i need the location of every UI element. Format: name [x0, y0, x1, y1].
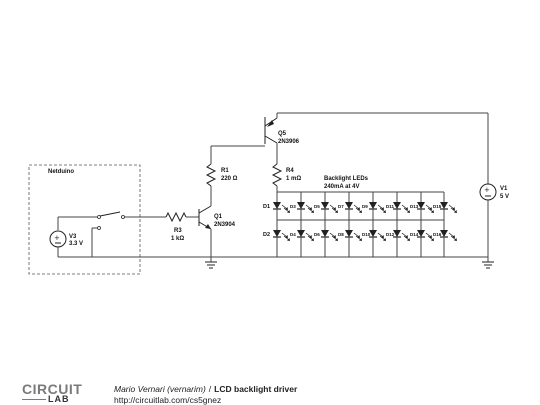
- led-d15: D15: [433, 192, 457, 220]
- svg-text:+: +: [54, 234, 60, 242]
- led-label-d16: D16: [433, 232, 442, 237]
- led-label-d7: D7: [338, 204, 344, 209]
- led-d9: D9: [362, 192, 386, 220]
- logo-line: [22, 399, 46, 400]
- v3-value: 3.3 V: [69, 241, 83, 247]
- circuit-url[interactable]: http://circuitlab.com/cs5gnez: [114, 395, 222, 405]
- led-d7: D7: [338, 192, 362, 220]
- led-d3: D3: [290, 192, 314, 220]
- led-d10: D10: [362, 220, 386, 257]
- led-label-d11: D11: [386, 204, 395, 209]
- q1-transistor: [198, 190, 212, 262]
- led-label-d1: D1: [263, 204, 270, 210]
- r3-name: R3: [174, 228, 182, 234]
- led-d4: D4: [290, 220, 314, 257]
- led-label-d5: D5: [314, 204, 320, 209]
- v3-name: V3: [69, 234, 77, 240]
- separator: /: [208, 384, 212, 394]
- logo-bottom-text: LAB: [48, 394, 70, 404]
- r3-value: 1 kΩ: [171, 236, 184, 242]
- led-label-d12: D12: [386, 232, 395, 237]
- led-d13: D13: [410, 192, 434, 220]
- netduino-box: [28, 164, 141, 275]
- led-d6: D6: [314, 220, 338, 257]
- led-label-d13: D13: [410, 204, 419, 209]
- v1-value: 5 V: [500, 194, 509, 200]
- logo-top-text: CIRCUIT: [22, 381, 83, 397]
- led-d1: D1: [263, 192, 290, 220]
- v3-source: +: [49, 217, 67, 257]
- q5-value: 2N3906: [278, 139, 300, 145]
- leds-spec: 240mA at 4V: [324, 184, 359, 190]
- led-d5: D5: [314, 192, 338, 220]
- led-d12: D12: [386, 220, 410, 257]
- led-d14: D14: [410, 220, 434, 257]
- ground-v1: [482, 261, 494, 269]
- led-d16: D16: [433, 220, 457, 257]
- r1-name: R1: [221, 168, 229, 174]
- r1-value: 220 Ω: [221, 176, 238, 182]
- led-d2: D2: [263, 220, 290, 257]
- r4-resistor: [271, 163, 283, 192]
- led-label-d2: D2: [263, 232, 270, 238]
- credit-line: Mario Vernari (vernarim)/LCD backlight d…: [114, 384, 297, 394]
- q5-name: Q5: [278, 131, 287, 137]
- leds-title: Backlight LEDs: [324, 176, 369, 182]
- q1-value: 2N3904: [214, 222, 236, 228]
- ground-q1: [205, 261, 217, 269]
- led-label-d10: D10: [362, 232, 371, 237]
- led-d11: D11: [386, 192, 410, 220]
- led-label-d4: D4: [290, 232, 296, 237]
- author: Mario Vernari (vernarim): [114, 384, 206, 394]
- led-label-d9: D9: [362, 204, 368, 209]
- led-label-d8: D8: [338, 232, 344, 237]
- led-d8: D8: [338, 220, 362, 257]
- r3-resistor: [165, 211, 199, 223]
- switch: [58, 211, 166, 257]
- led-label-d6: D6: [314, 232, 320, 237]
- led-label-d3: D3: [290, 204, 296, 209]
- q1-name: Q1: [214, 214, 223, 220]
- r4-value: 1 mΩ: [286, 176, 301, 182]
- circuitlab-logo: CIRCUIT LAB: [22, 382, 94, 404]
- led-label-d14: D14: [410, 232, 419, 237]
- v1-source: +: [479, 113, 497, 262]
- circuit-title: LCD backlight driver: [214, 384, 298, 394]
- led-label-d15: D15: [433, 204, 442, 209]
- q5-transistor: [264, 112, 488, 164]
- r4-name: R4: [286, 168, 294, 174]
- svg-text:+: +: [484, 186, 490, 194]
- v1-name: V1: [500, 186, 508, 192]
- footer: CIRCUIT LAB Mario Vernari (vernarim)/LCD…: [0, 380, 540, 405]
- netduino-label: Netduino: [48, 169, 74, 175]
- r1-resistor: [205, 145, 265, 190]
